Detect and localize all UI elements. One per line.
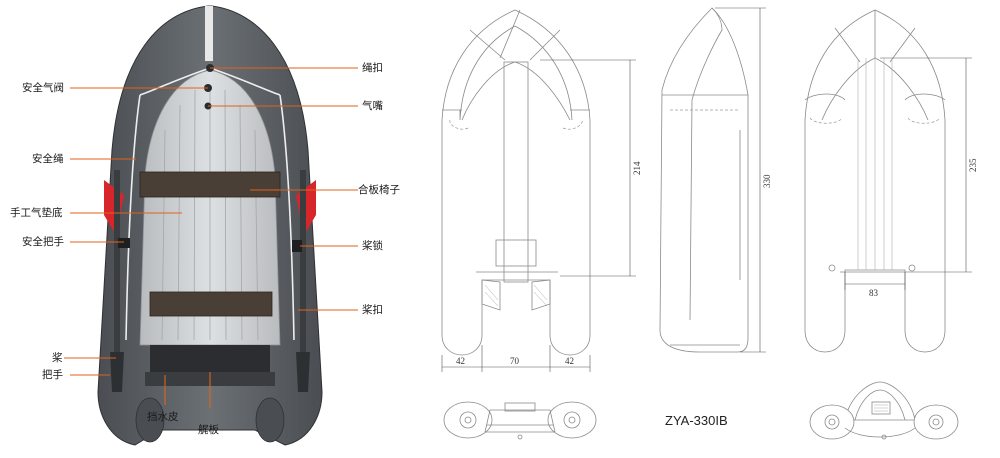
callout-oar: 桨: [52, 351, 63, 364]
callout-oarclip: 桨扣: [362, 303, 383, 316]
callout-ring: 绳扣: [362, 61, 383, 74]
dim-330: 330: [762, 174, 772, 188]
callout-spray: 挡水皮: [147, 410, 179, 423]
leaders-left: [64, 87, 208, 376]
drawing-top-view: 214 42 70 42: [441, 9, 642, 372]
drawing-bottom-view: 83 235: [804, 9, 978, 353]
callout-handle: 把手: [42, 368, 63, 381]
drawing-side-view: 330: [659, 7, 772, 353]
callout-seat: 合板椅子: [358, 183, 400, 196]
callout-transom: 艉板: [198, 423, 219, 436]
grip-icon: [118, 238, 130, 248]
seat-rear: [149, 291, 273, 317]
tube-end-left: [135, 397, 165, 443]
callout-floor: 手工气垫底: [10, 206, 63, 219]
dim-235: 235: [968, 158, 978, 172]
drawing-rear-view: [443, 401, 597, 440]
bow-stripe: [205, 6, 213, 61]
dim-214: 214: [632, 161, 642, 175]
dim-42-left: 42: [456, 356, 465, 366]
oar-right: [296, 170, 310, 392]
seat-front: [139, 171, 281, 198]
dim-42-right: 42: [565, 356, 574, 366]
tube-end-right: [255, 397, 285, 443]
oarlock-icon: [292, 240, 302, 252]
model-label: ZYA-330IB: [665, 413, 728, 428]
boat-photo: [97, 5, 323, 446]
leaders-right: [208, 67, 358, 311]
callout-rope: 安全绳: [32, 152, 64, 165]
callout-nozzle: 气嘴: [362, 99, 383, 112]
transom: [150, 345, 270, 373]
callout-grip: 安全把手: [22, 235, 64, 248]
dim-83: 83: [869, 288, 879, 298]
callout-valve: 安全气阀: [22, 81, 64, 94]
callout-oarlock: 桨锁: [362, 239, 383, 252]
leaders-bottom: [164, 372, 211, 408]
safety-rope: [125, 67, 295, 341]
dim-70: 70: [510, 356, 520, 366]
drawing-front-view: [809, 381, 959, 440]
oar-left: [110, 170, 124, 392]
